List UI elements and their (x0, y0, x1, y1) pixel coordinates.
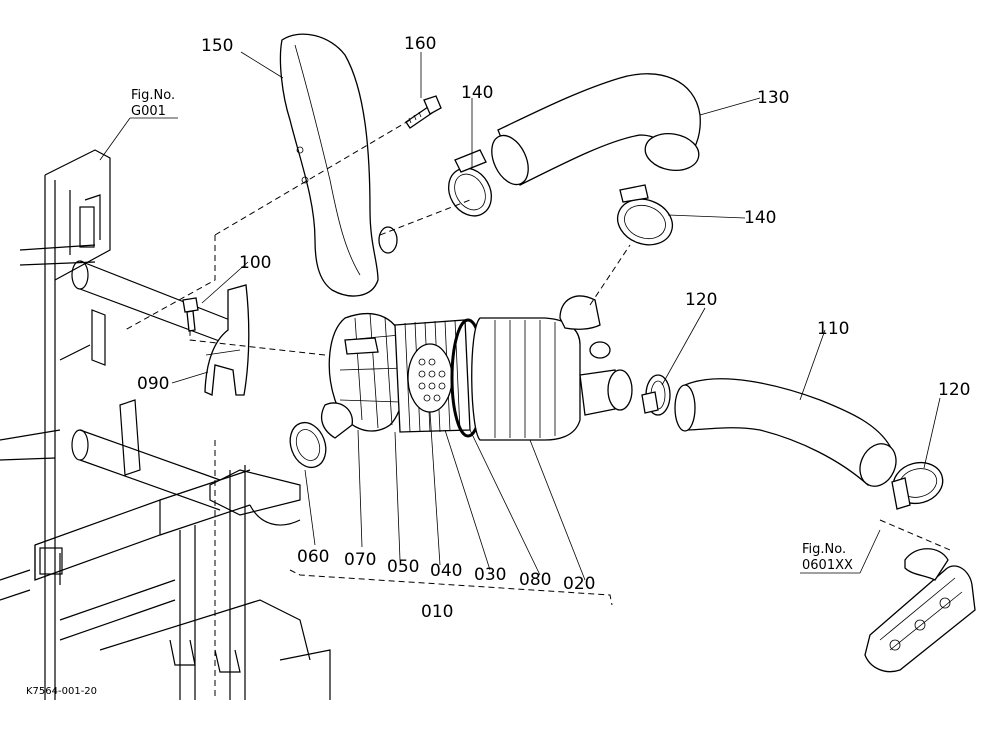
callout-030: 030 (474, 565, 506, 585)
fig-ref-title-1: Fig.No. (131, 88, 175, 103)
callout-100: 100 (239, 253, 271, 273)
callout-090: 090 (137, 374, 169, 394)
bolt-100 (182, 297, 199, 332)
callout-160: 160 (404, 34, 436, 54)
intake-duct-150 (279, 33, 398, 297)
hose-clamp-120-mid (641, 374, 671, 416)
fig-ref-number-2: 0601XX (802, 558, 853, 573)
fig-ref-number-1: G001 (131, 104, 166, 119)
bolt-160 (405, 95, 442, 129)
hose-clamp-120-right (891, 461, 944, 510)
hose-110 (674, 378, 897, 487)
intake-manifold (864, 548, 976, 673)
fig-ref-title-2: Fig.No. (802, 542, 846, 557)
mounting-band-090 (204, 284, 250, 396)
callout-150: 150 (201, 36, 233, 56)
callout-060: 060 (297, 547, 329, 567)
callout-labels: 150 160 140 130 140 100 120 110 120 090 … (137, 34, 970, 622)
figure-references: Fig.No. G001 Fig.No. 0601XX (131, 88, 853, 573)
callout-110: 110 (817, 319, 849, 339)
hose-clamp-140-lower (616, 184, 674, 246)
callout-130: 130 (757, 88, 789, 108)
callout-140-upper: 140 (461, 83, 493, 103)
tractor-frame (0, 149, 331, 700)
hose-130 (491, 73, 701, 186)
callout-040: 040 (430, 561, 462, 581)
callout-020: 020 (563, 574, 595, 594)
callout-070: 070 (344, 550, 376, 570)
callout-080: 080 (519, 570, 551, 590)
callout-120-right: 120 (938, 380, 970, 400)
air-cleaner-assembly-010 (289, 295, 633, 469)
callout-120-mid: 120 (685, 290, 717, 310)
leader-lines (99, 51, 951, 700)
hose-clamp-140-upper (447, 149, 493, 217)
drawing-code: K7564-001-20 (26, 686, 97, 697)
callout-010: 010 (421, 602, 453, 622)
callout-140-lower: 140 (744, 208, 776, 228)
callout-050: 050 (387, 557, 419, 577)
